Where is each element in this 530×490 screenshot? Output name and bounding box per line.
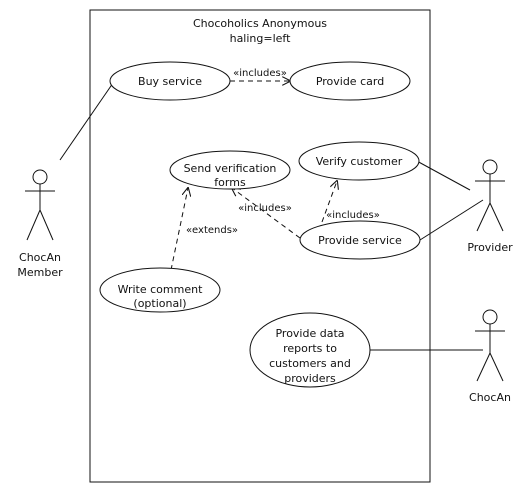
system-title: Chocoholics Anonymous xyxy=(193,17,327,30)
actor-label-chocan: ChocAn xyxy=(469,391,511,404)
use-case-write-comment: Write comment (optional) xyxy=(99,267,221,313)
actor-label-member-2: Member xyxy=(17,266,63,279)
actor-chocan-member xyxy=(25,169,55,241)
actor-head-icon xyxy=(32,169,48,185)
use-case-label: Provide service xyxy=(318,234,402,247)
association-provide-service-provider xyxy=(419,199,484,241)
use-case-label: Verify customer xyxy=(316,155,403,168)
actor-label-member: ChocAn xyxy=(19,251,61,264)
use-case-provide-card: Provide card xyxy=(289,61,411,101)
actor-chocan xyxy=(475,309,505,382)
association-verify-provider xyxy=(414,159,471,191)
use-case-label: forms xyxy=(214,176,246,189)
use-case-label: Provide card xyxy=(316,75,384,88)
actor-head-icon xyxy=(482,159,498,175)
include-arrow-verify-customer xyxy=(321,181,337,223)
use-case-provide-data-reports: Provide data reports to customers and pr… xyxy=(249,312,371,388)
actor-label-provider: Provider xyxy=(467,241,513,254)
use-case-provide-service: Provide service xyxy=(299,220,421,260)
use-case-verify-customer: Verify customer xyxy=(298,141,420,181)
extends-label: «extends» xyxy=(186,225,238,236)
use-case-label: Buy service xyxy=(138,75,202,88)
use-case-buy-service: Buy service xyxy=(109,61,231,101)
actor-head-icon xyxy=(482,309,498,325)
actor-provider xyxy=(475,159,505,232)
use-case-label: Write comment xyxy=(118,283,203,296)
extend-arrow-send-forms xyxy=(170,188,188,271)
use-case-label: Send verification xyxy=(184,162,277,175)
includes-label-verify: «includes» xyxy=(326,210,380,221)
includes-label-forms: «includes» xyxy=(238,203,292,214)
system-boundary xyxy=(89,9,431,483)
use-case-label: customers and xyxy=(269,357,351,370)
includes-label-card: «includes» xyxy=(233,68,287,79)
use-case-label: (optional) xyxy=(133,297,186,310)
association-member-buy-service xyxy=(59,82,114,161)
use-case-send-verification-forms: Send verification forms xyxy=(169,150,291,190)
use-case-label: providers xyxy=(284,372,336,385)
system-subtitle: haling=left xyxy=(230,32,291,45)
use-case-label: reports to xyxy=(283,342,337,355)
use-case-label: Provide data xyxy=(275,327,344,340)
